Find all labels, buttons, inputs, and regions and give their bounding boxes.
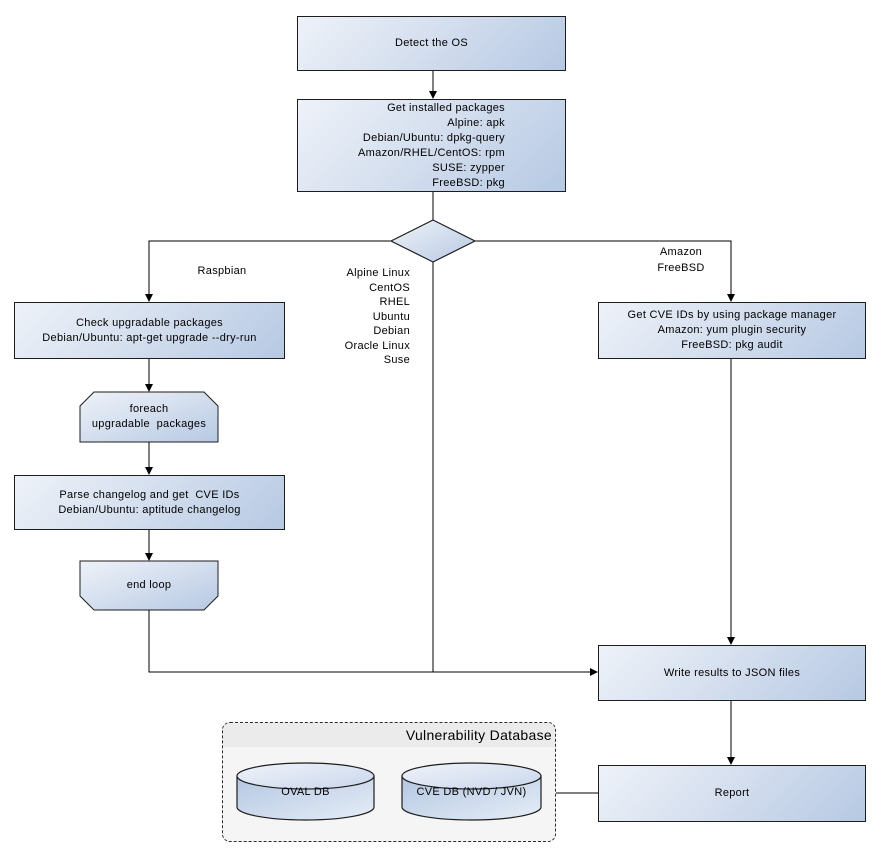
node-parse-changelog: Parse changelog and get CVE IDs Debian/U…	[14, 475, 285, 530]
connector-endloop-to-write-results	[148, 610, 590, 673]
connector-decision-to-check-upgradable	[148, 240, 391, 294]
arrowhead-into-endloop	[145, 553, 153, 561]
node-get-installed-packages-label: Get installed packages Alpine: apk Debia…	[358, 101, 505, 189]
node-parse-changelog-label: Parse changelog and get CVE IDs Debian/U…	[58, 488, 241, 516]
arrowhead-into-packages	[429, 91, 437, 99]
node-report-label: Report	[714, 787, 750, 799]
arrowhead-into-parse	[145, 467, 153, 475]
node-check-upgradable-packages: Check upgradable packages Debian/Ubuntu:…	[14, 302, 285, 359]
edge-label-amazon-freebsd: Amazon FreeBSD	[657, 246, 705, 274]
arrowhead-into-write-results-top	[727, 637, 735, 645]
node-write-results-json-label: Write results to JSON files	[663, 666, 801, 679]
node-detect-os: Detect the OS	[297, 16, 566, 71]
node-get-installed-packages: Get installed packages Alpine: apk Debia…	[297, 99, 566, 192]
arrowhead-into-write-results-left	[590, 668, 598, 676]
foreach-shape	[79, 391, 219, 443]
cve-db-cylinder-top	[401, 762, 542, 790]
arrowhead-into-foreach	[145, 384, 153, 392]
node-check-upgradable-packages-label: Check upgradable packages Debian/Ubuntu:…	[42, 316, 257, 344]
node-report: Report	[598, 765, 866, 822]
arrowhead-into-report	[727, 757, 735, 765]
node-get-cve-ids-package-manager: Get CVE IDs by using package manager Ama…	[598, 302, 866, 359]
node-write-results-json: Write results to JSON files	[598, 645, 866, 701]
arrowhead-into-get-cve	[727, 294, 735, 302]
oval-db-cylinder-top	[236, 762, 375, 790]
decision-diamond	[389, 219, 477, 263]
edge-label-raspbian: Raspbian	[197, 265, 247, 277]
arrowhead-into-check-upgradable	[145, 294, 153, 302]
end-loop-shape	[79, 560, 219, 611]
node-detect-os-label: Detect the OS	[395, 37, 468, 49]
vulnerability-database-title: Vulnerability Database	[223, 723, 555, 747]
node-get-cve-ids-package-manager-label: Get CVE IDs by using package manager Ama…	[627, 309, 837, 351]
edge-label-os-list: Alpine Linux CentOS RHEL Ubuntu Debian O…	[344, 267, 410, 366]
connector-decision-to-get-cve	[475, 240, 732, 294]
